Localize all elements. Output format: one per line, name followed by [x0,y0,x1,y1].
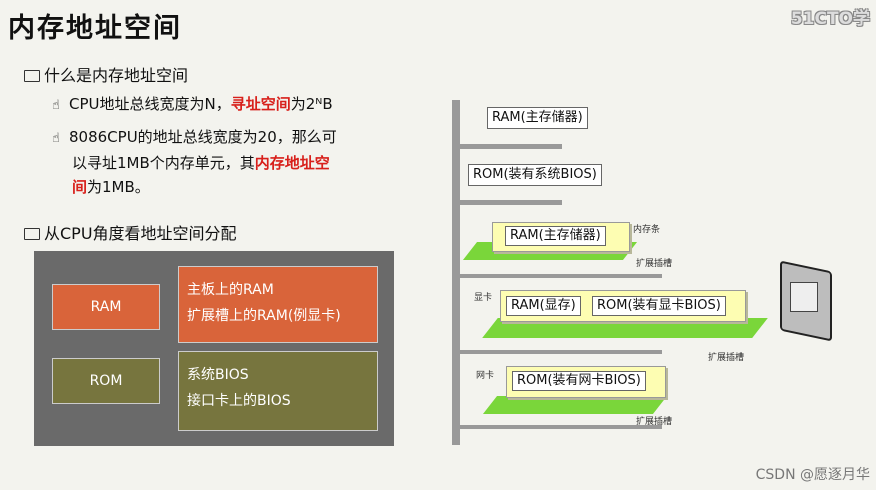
slot-label-1: 扩展插槽 [636,259,673,269]
slide-title: 内存地址空间 [8,13,182,44]
pointing-hand-icon: ☝ [52,98,60,113]
monitor-icon [24,70,40,82]
video-card-label: 显卡 [474,293,493,303]
sub-bullet-1: ☝CPU地址总线宽度为N，寻址空间为2ᴺB [52,92,333,118]
sub-bullet-2: ☝8086CPU的地址总线宽度为20，那么可 以寻址1MB个内存单元，其内存地址… [52,128,337,196]
slot-label-2: 扩展插槽 [708,353,745,363]
bullet-text: 从CPU角度看地址空间分配 [44,224,237,243]
bullet-what-is: 什么是内存地址空间 [24,62,188,86]
bullet-text: 什么是内存地址空间 [44,66,189,85]
ram-description: 主板上的RAM 扩展槽上的RAM(例显卡) [178,266,378,343]
slot-label-3: 扩展插槽 [636,417,673,427]
system-rom-chip: ROM(装有系统BIOS) [468,164,602,186]
rom-description: 系统BIOS 接口卡上的BIOS [178,351,378,431]
monitor-icon [24,228,40,240]
brand-logo: 51CTO学 [790,9,870,29]
watermark: CSDN @愿逐月华 [755,467,870,483]
pointing-hand-icon: ☝ [52,131,60,146]
ram-block: RAM [52,284,160,330]
system-bus [452,100,460,445]
expansion-slot-3 [482,396,668,414]
video-ram-chip: RAM(显存) [506,296,581,316]
highlight-memory-space: 内存地址空 [254,154,330,172]
network-card-label: 网卡 [476,371,495,381]
network-rom-chip: ROM(装有网卡BIOS) [512,371,646,391]
memory-stick-label: 内存条 [633,225,661,235]
video-rom-chip: ROM(装有显卡BIOS) [592,296,726,316]
main-ram-chip: RAM(主存储器) [487,107,588,129]
extension-ram-chip: RAM(主存储器) [505,226,606,246]
highlight-address-space: 寻址空间 [230,95,291,113]
bullet-cpu-view: 从CPU角度看地址空间分配 [24,220,237,244]
rom-block: ROM [52,358,160,404]
